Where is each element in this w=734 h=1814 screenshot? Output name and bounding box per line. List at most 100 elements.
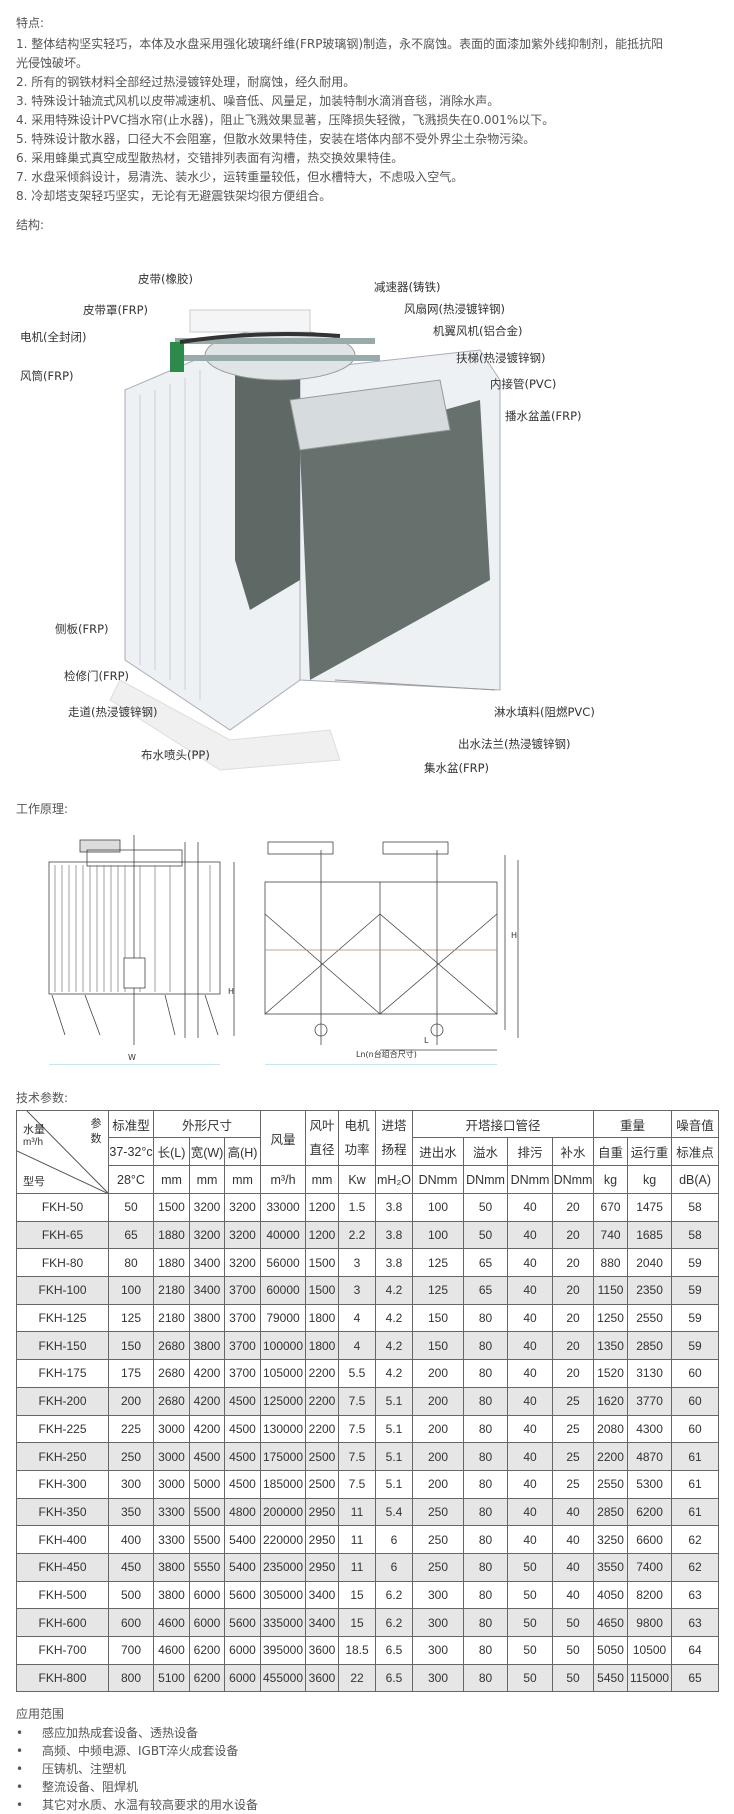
value-cell: 80 [463, 1414, 509, 1444]
value-cell: 1475 [627, 1193, 673, 1222]
unit-cell: 28°C [108, 1165, 154, 1194]
unit-cell: DNmm [463, 1165, 509, 1194]
value-cell: 1685 [627, 1220, 673, 1250]
value-cell: 2680 [153, 1359, 190, 1388]
applications-title: 应用范围 [16, 1707, 65, 1721]
value-cell: 3250 [593, 1525, 629, 1554]
col-header: 进塔扬程 [375, 1110, 414, 1166]
value-cell: 1520 [593, 1359, 629, 1388]
value-cell: 3130 [627, 1359, 673, 1388]
model-cell: FKH-250 [16, 1442, 109, 1471]
application-text: 其它对水质、水温有较高要求的用水设备 [42, 1798, 259, 1812]
value-cell: 335000 [260, 1608, 307, 1637]
value-cell: 1800 [305, 1303, 340, 1333]
value-cell: 40 [507, 1193, 554, 1222]
value-cell: 3300 [153, 1525, 190, 1554]
col-subheader: 进出水 [412, 1137, 465, 1166]
cooling-tower-illustration [109, 309, 501, 771]
value-cell: 5.1 [375, 1386, 414, 1416]
model-cell: FKH-65 [16, 1220, 109, 1250]
value-cell: 40 [507, 1497, 554, 1527]
value-cell: 1880 [153, 1220, 190, 1250]
value-cell: 20 [552, 1220, 595, 1250]
value-cell: 6.5 [375, 1636, 414, 1665]
value-cell: 130000 [260, 1414, 307, 1444]
features-title: 特点: [16, 16, 45, 30]
value-cell: 4200 [189, 1414, 225, 1444]
bullet-icon: • [16, 1762, 24, 1776]
value-cell: 4500 [189, 1442, 225, 1471]
application-item: •其它对水质、水温有较高要求的用水设备 [16, 1796, 258, 1813]
value-cell: 4.2 [375, 1359, 414, 1388]
value-cell: 80 [463, 1386, 509, 1416]
value-cell: 3400 [305, 1608, 340, 1637]
label-fan-stack: 风筒(FRP) [20, 369, 74, 383]
model-cell: FKH-100 [16, 1276, 109, 1305]
value-cell: 500 [108, 1580, 154, 1610]
value-cell: 125 [108, 1303, 154, 1333]
value-cell: 400 [108, 1525, 154, 1554]
value-cell: 450 [108, 1552, 154, 1582]
value-cell: 2040 [627, 1248, 673, 1278]
value-cell: 3800 [189, 1303, 225, 1333]
value-cell: 6000 [223, 1636, 262, 1665]
value-cell: 33000 [260, 1193, 307, 1222]
value-cell: 7400 [627, 1552, 673, 1582]
value-cell: 80 [463, 1663, 509, 1693]
value-cell: 7.5 [338, 1386, 377, 1416]
value-cell: 305000 [260, 1580, 307, 1610]
value-cell: 350 [108, 1497, 154, 1527]
col-header: 外形尺寸 [152, 1110, 262, 1138]
model-cell: FKH-500 [16, 1580, 109, 1610]
value-cell: 6200 [189, 1663, 225, 1693]
feature-item: 3. 特殊设计轴流式风机以皮带减速机、噪音低、风量足，加装特制水滴消音毯，消除水… [16, 94, 500, 108]
value-cell: 61 [671, 1469, 720, 1499]
application-item: •压铸机、注塑机 [16, 1760, 126, 1777]
value-cell: 2200 [305, 1414, 340, 1444]
value-cell: 300 [412, 1608, 465, 1637]
value-cell: 20 [552, 1331, 595, 1361]
model-cell: FKH-200 [16, 1386, 109, 1416]
col-subheader: 标准点 [671, 1137, 720, 1166]
label-fan-guard: 风扇网(热浸镀锌钢) [404, 302, 505, 316]
value-cell: 200 [412, 1386, 465, 1416]
value-cell: 4500 [223, 1442, 262, 1471]
value-cell: 1500 [305, 1276, 340, 1305]
application-item: •感应加热成套设备、透热设备 [16, 1724, 198, 1741]
value-cell: 175000 [260, 1442, 307, 1471]
value-cell: 150 [412, 1331, 465, 1361]
col-header: 标准型 [108, 1110, 154, 1138]
feature-item: 2. 所有的钢铁材料全部经过热浸镀锌处理，耐腐蚀，经久耐用。 [16, 75, 356, 89]
value-cell: 4.2 [375, 1331, 414, 1361]
value-cell: 3400 [189, 1276, 225, 1305]
label-motor: 电机(全封闭) [20, 330, 87, 344]
value-cell: 58 [671, 1220, 720, 1250]
unit-cell: DNmm [412, 1165, 465, 1194]
value-cell: 3300 [153, 1497, 190, 1527]
fill-media [300, 400, 490, 680]
value-cell: 150 [412, 1303, 465, 1333]
value-cell: 62 [671, 1552, 720, 1582]
col-header: 风量 [260, 1110, 307, 1166]
unit-cell: mm [305, 1165, 340, 1194]
value-cell: 5.1 [375, 1414, 414, 1444]
unit-cell: dB(A) [671, 1165, 720, 1194]
bullet-icon: • [16, 1726, 24, 1740]
unit-cell: mm [223, 1165, 262, 1194]
unit-cell: Kw [338, 1165, 377, 1194]
value-cell: 62 [671, 1525, 720, 1554]
value-cell: 50 [552, 1663, 595, 1693]
value-cell: 235000 [260, 1552, 307, 1582]
value-cell: 10500 [627, 1636, 673, 1665]
value-cell: 20 [552, 1276, 595, 1305]
col-subheader: 排污 [507, 1137, 554, 1166]
value-cell: 25 [552, 1386, 595, 1416]
value-cell: 22 [338, 1663, 377, 1693]
value-cell: 300 [412, 1636, 465, 1665]
